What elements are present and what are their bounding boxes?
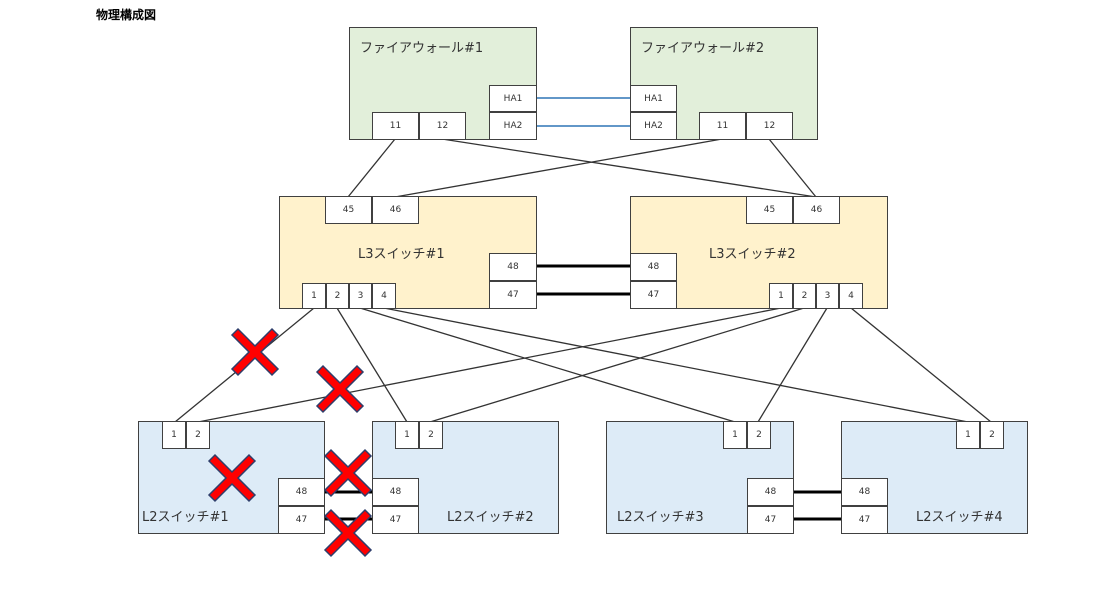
l3b-port-4: 4 [839, 283, 863, 309]
l2c-port-2: 2 [747, 421, 771, 449]
fw2-port-ha1: HA1 [630, 85, 677, 112]
fw2-port-ha2: HA2 [630, 112, 677, 140]
l2b-port-1: 1 [395, 421, 419, 449]
l3-switch-1-label: L3スイッチ#1 [358, 247, 445, 262]
cross-mark-icon [324, 509, 372, 557]
l3a-port-2: 2 [326, 283, 349, 309]
l3b-port-47: 47 [630, 281, 677, 309]
link-l3a-2-l2b-1 [336, 307, 408, 423]
fw1-port-ha1: HA1 [489, 85, 537, 112]
l3b-port-1: 1 [769, 283, 793, 309]
fw1-port-12: 12 [419, 112, 466, 140]
fw1-port-ha2: HA2 [489, 112, 537, 140]
link-fw2-12-l3b-46 [768, 138, 817, 198]
l3a-port-1: 1 [302, 283, 326, 309]
l3a-port-47: 47 [489, 281, 537, 309]
l2a-port-1: 1 [162, 421, 186, 449]
cross-mark-icon [316, 365, 364, 413]
l2-switch-3-label: L2スイッチ#3 [617, 510, 704, 525]
l2c-port-48: 48 [747, 478, 794, 506]
cross-mark-icon [208, 454, 256, 502]
l3b-port-48: 48 [630, 253, 677, 281]
l2-switch-2-label: L2スイッチ#2 [447, 510, 534, 525]
l3a-port-45: 45 [325, 196, 372, 224]
link-fw1-12-l3b-45 [441, 138, 817, 198]
l2c-port-1: 1 [723, 421, 747, 449]
l3b-port-3: 3 [816, 283, 839, 309]
l3b-port-46: 46 [793, 196, 840, 224]
l2b-port-47: 47 [372, 506, 419, 534]
link-l3b-2-l2b-2 [429, 307, 805, 423]
l2a-port-47: 47 [278, 506, 325, 534]
l2d-port-48: 48 [841, 478, 888, 506]
l3a-port-48: 48 [489, 253, 537, 281]
cross-mark-icon [324, 449, 372, 497]
link-l3a-3-l2c-1 [359, 307, 736, 423]
link-fw1-11-l3a-45 [347, 138, 396, 198]
firewall-1-label: ファイアウォール#1 [360, 41, 484, 56]
link-fw2-11-l3a-46 [394, 138, 723, 198]
l2c-port-47: 47 [747, 506, 794, 534]
l2a-port-48: 48 [278, 478, 325, 506]
l2b-port-48: 48 [372, 478, 419, 506]
l2d-port-47: 47 [841, 506, 888, 534]
cross-mark-icon [231, 328, 279, 376]
fw1-port-11: 11 [372, 112, 419, 140]
l2-switch-4-label: L2スイッチ#4 [916, 510, 1003, 525]
l3b-port-2: 2 [793, 283, 816, 309]
link-l3b-4-l2d-2 [850, 307, 992, 423]
l3-switch-2-label: L3スイッチ#2 [709, 247, 796, 262]
l3b-port-45: 45 [746, 196, 793, 224]
fw2-port-11: 11 [699, 112, 746, 140]
firewall-2-label: ファイアウォール#2 [641, 41, 765, 56]
l3a-port-46: 46 [372, 196, 419, 224]
link-l3a-4-l2d-1 [383, 307, 969, 423]
l2d-port-1: 1 [956, 421, 980, 449]
l3a-port-4: 4 [372, 283, 396, 309]
l2a-port-2: 2 [186, 421, 210, 449]
l2-switch-1-label: L2スイッチ#1 [142, 510, 229, 525]
link-l3b-3-l2c-2 [757, 307, 828, 423]
l2b-port-2: 2 [419, 421, 443, 449]
fw2-port-12: 12 [746, 112, 793, 140]
link-l3b-1-l2a-2 [197, 307, 782, 423]
l3a-port-3: 3 [349, 283, 372, 309]
l2d-port-2: 2 [980, 421, 1004, 449]
diagram-title: 物理構成図 [96, 8, 157, 22]
